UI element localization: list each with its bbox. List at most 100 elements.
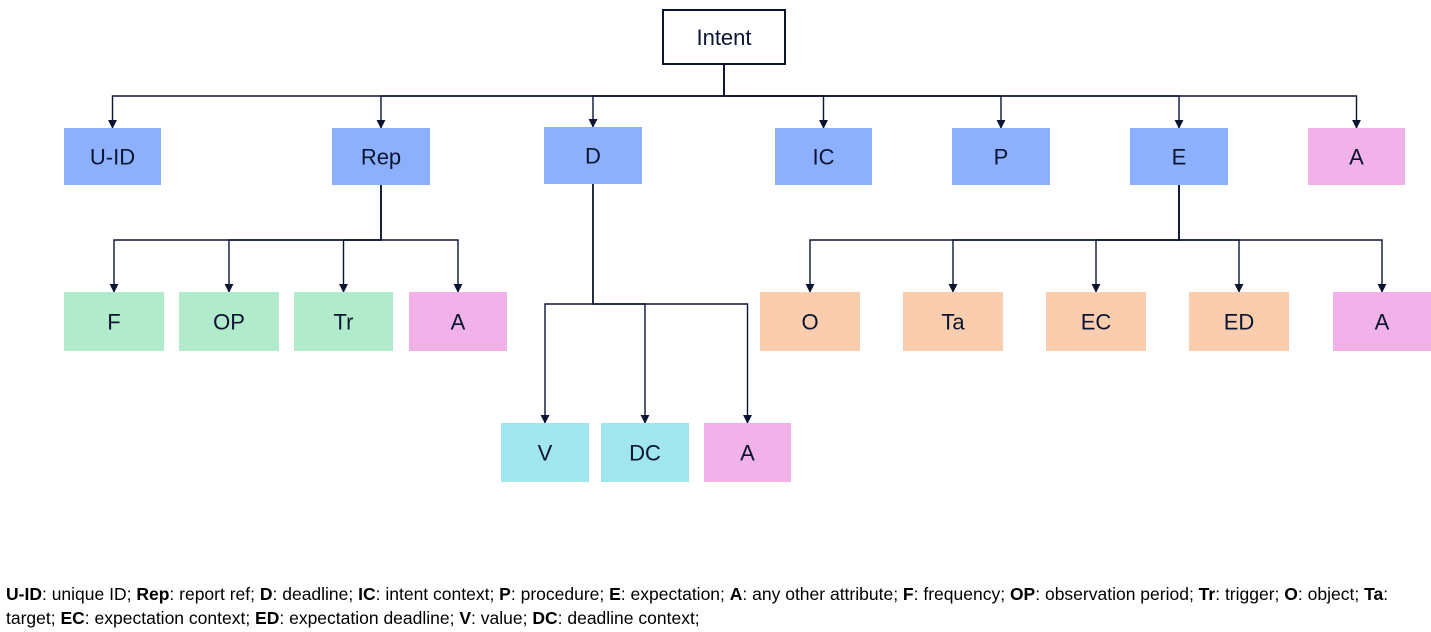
node-ta-label: Ta <box>941 310 965 335</box>
node-o-box <box>760 292 860 351</box>
edge-root-to-d <box>588 64 725 128</box>
edge-rep-to-op <box>224 185 382 293</box>
node-e-label: E <box>1172 145 1187 170</box>
node-tr-box <box>294 292 393 351</box>
legend-abbr: IC <box>358 584 376 604</box>
node-a_d-label: A <box>740 441 755 466</box>
node-root: Intent <box>662 9 786 65</box>
node-ec-label: EC <box>1081 310 1112 335</box>
node-a_d-box <box>704 423 791 482</box>
legend-definition: : report ref; <box>169 584 260 604</box>
legend-abbr: OP <box>1009 584 1036 604</box>
legend-definition: : trigger; <box>1215 584 1285 604</box>
legend-definition: : deadline context; <box>557 608 700 628</box>
node-e: E <box>1130 128 1228 185</box>
node-tr-label: Tr <box>334 310 354 335</box>
legend-definition: : deadline; <box>272 584 359 604</box>
node-p-box <box>952 128 1050 185</box>
node-root-label: Intent <box>696 25 751 50</box>
node-p: P <box>952 128 1050 185</box>
edge-root-to-a_top <box>723 64 1361 129</box>
node-ic-label: IC <box>813 145 835 170</box>
node-root-box <box>662 9 786 65</box>
legend-definition: : expectation; <box>620 584 730 604</box>
node-a_rep: A <box>409 292 507 351</box>
node-a_e-label: A <box>1375 310 1390 335</box>
legend-abbr: E <box>609 584 621 604</box>
node-op-label: OP <box>213 310 245 335</box>
legend-definition: : object; <box>1297 584 1365 604</box>
node-o: O <box>760 292 860 351</box>
node-rep-box <box>332 128 430 185</box>
node-a_top-label: A <box>1349 145 1364 170</box>
node-ta: Ta <box>903 292 1003 351</box>
node-dc: DC <box>601 423 689 482</box>
node-d-box <box>544 127 642 184</box>
legend-abbr: F <box>902 584 914 604</box>
node-f-label: F <box>107 310 120 335</box>
node-uid: U-ID <box>64 128 161 185</box>
node-a_e-box <box>1333 292 1431 351</box>
node-p-label: P <box>994 145 1009 170</box>
legend-abbr: Rep <box>136 584 170 604</box>
legend-definition: : value; <box>471 608 533 628</box>
node-ta-box <box>903 292 1003 351</box>
node-e-box <box>1130 128 1228 185</box>
edge-d-to-a_d <box>592 184 752 424</box>
node-op: OP <box>179 292 279 351</box>
node-ec: EC <box>1046 292 1146 351</box>
edge-e-to-o <box>805 185 1180 293</box>
node-a_rep-box <box>409 292 507 351</box>
node-ed: ED <box>1189 292 1289 351</box>
node-v: V <box>501 423 589 482</box>
legend-abbr: U-ID <box>6 584 42 604</box>
legend-abbr: D <box>259 584 273 604</box>
legend-abbr: ED <box>255 608 280 628</box>
node-dc-box <box>601 423 689 482</box>
abbreviation-legend: U-ID: unique ID; Rep: report ref; D: dea… <box>6 582 1424 630</box>
edge-e-to-ed <box>1178 185 1244 293</box>
node-dc-label: DC <box>629 441 661 466</box>
legend-definition: : expectation deadline; <box>279 608 460 628</box>
node-a_d: A <box>704 423 791 482</box>
node-o-label: O <box>801 310 818 335</box>
edge-rep-to-a_rep <box>380 185 463 293</box>
legend-definition: : intent context; <box>375 584 500 604</box>
legend-abbr: EC <box>60 608 85 628</box>
node-d: D <box>544 127 642 184</box>
node-a_top-box <box>1308 128 1405 185</box>
legend-definition: : procedure; <box>510 584 610 604</box>
node-tr: Tr <box>294 292 393 351</box>
legend-abbr: V <box>459 608 472 628</box>
legend-definition: : observation period; <box>1035 584 1199 604</box>
legend-abbr: Ta <box>1364 584 1384 604</box>
node-f-box <box>64 292 164 351</box>
node-uid-label: U-ID <box>90 145 135 170</box>
edge-e-to-ec <box>1091 185 1180 293</box>
node-ec-box <box>1046 292 1146 351</box>
node-ed-label: ED <box>1224 310 1255 335</box>
node-rep: Rep <box>332 128 430 185</box>
edge-e-to-a_e <box>1178 185 1387 293</box>
legend-abbr: P <box>499 584 511 604</box>
edge-rep-to-tr <box>339 185 382 293</box>
legend-definition: : unique ID; <box>41 584 137 604</box>
node-op-box <box>179 292 279 351</box>
legend-definition: : expectation context; <box>84 608 256 628</box>
node-a_rep-label: A <box>451 310 466 335</box>
edge-rep-to-f <box>109 185 382 293</box>
legend-definition: : frequency; <box>913 584 1010 604</box>
node-ed-box <box>1189 292 1289 351</box>
node-v-label: V <box>538 441 553 466</box>
edges <box>108 64 1387 424</box>
legend-abbr: DC <box>532 608 558 628</box>
node-uid-box <box>64 128 161 185</box>
node-d-label: D <box>585 144 601 169</box>
edge-d-to-v <box>540 184 594 424</box>
legend-abbr: A <box>729 584 743 604</box>
edge-e-to-ta <box>948 185 1180 293</box>
legend-abbr: O <box>1284 584 1298 604</box>
node-a_top: A <box>1308 128 1405 185</box>
node-rep-label: Rep <box>361 145 401 170</box>
